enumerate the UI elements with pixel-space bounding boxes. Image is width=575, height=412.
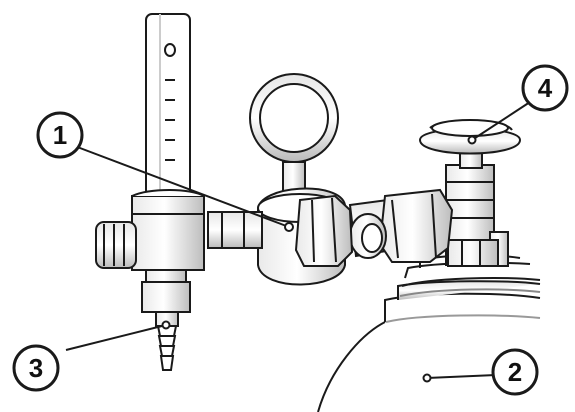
connection-nut bbox=[350, 190, 452, 262]
callout-2-label: 2 bbox=[508, 357, 522, 387]
callout-1: 1 bbox=[38, 113, 82, 157]
pointer-dot-1 bbox=[285, 223, 293, 231]
callout-4: 4 bbox=[523, 66, 567, 110]
pointer-dot-4 bbox=[469, 137, 476, 144]
callout-3-label: 3 bbox=[29, 353, 43, 383]
callout-2: 2 bbox=[493, 350, 537, 394]
flowmeter bbox=[96, 14, 204, 370]
pressure-regulator bbox=[208, 74, 352, 285]
callout-4-label: 4 bbox=[538, 73, 553, 103]
leader-line-3 bbox=[66, 325, 166, 350]
callout-3: 3 bbox=[14, 346, 58, 390]
pointer-dot-3 bbox=[163, 322, 170, 329]
pointer-dot-2 bbox=[424, 375, 431, 382]
leader-line-2 bbox=[427, 375, 496, 378]
callout-1-label: 1 bbox=[53, 120, 67, 150]
